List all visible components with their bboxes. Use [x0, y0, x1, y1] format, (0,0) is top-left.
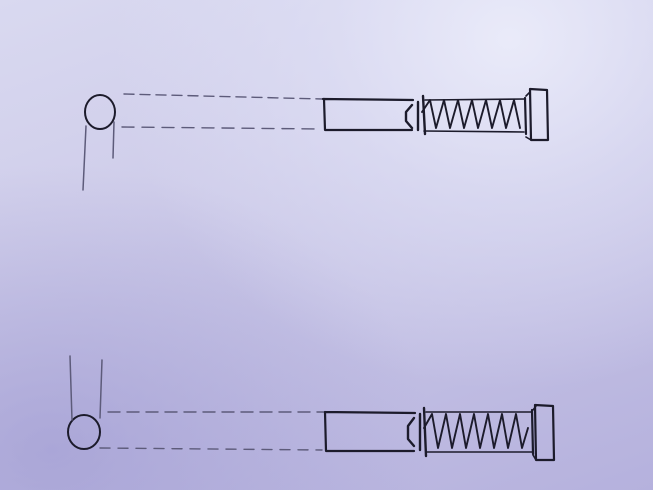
bottom-cylinder-tube [323, 410, 417, 453]
top-spring [421, 99, 521, 129]
top-dashed-rod [121, 93, 323, 130]
top-cylinder-tube [321, 97, 415, 132]
top-end-cap [523, 87, 550, 142]
top-plunger [404, 94, 427, 136]
top-lever-arm [82, 121, 115, 191]
bottom-spring-housing [425, 411, 533, 453]
bottom-plunger [406, 406, 428, 458]
top-pivot-circle [84, 94, 116, 130]
figure-top [82, 87, 550, 191]
bottom-spring [423, 413, 529, 449]
top-spring-housing [423, 98, 526, 133]
bottom-dashed-rod [99, 411, 325, 451]
bottom-pivot-circle [67, 414, 101, 450]
figure-bottom [67, 355, 556, 462]
bottom-lever-arm [69, 355, 103, 421]
bottom-end-cap [530, 403, 556, 462]
